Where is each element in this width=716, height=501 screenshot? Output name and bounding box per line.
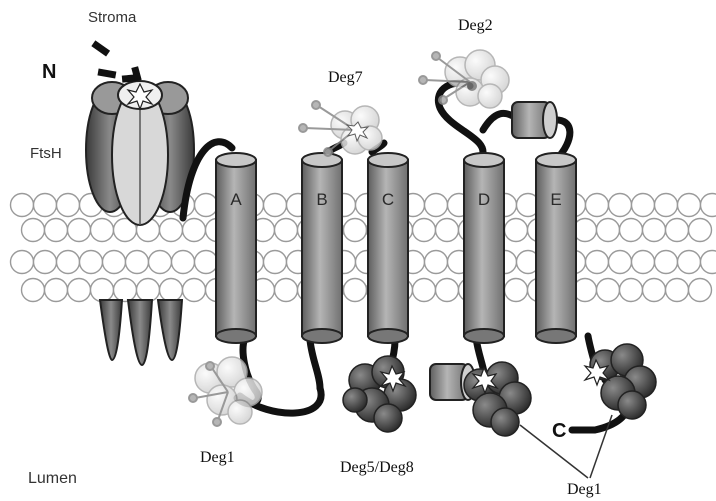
lipid-head [11, 251, 34, 274]
lipid-head [45, 279, 68, 302]
lipid-head [701, 194, 716, 217]
lipid-head [183, 219, 206, 242]
lumen-label: Lumen [28, 470, 77, 487]
lipid-head [597, 219, 620, 242]
lipid-head [172, 251, 195, 274]
lipid-head [160, 219, 183, 242]
lipid-head [689, 279, 712, 302]
lipid-head [11, 194, 34, 217]
lipid-head [34, 194, 57, 217]
lipid-head [586, 194, 609, 217]
lipid-head [275, 279, 298, 302]
lipid-head [413, 219, 436, 242]
lipid-head [195, 194, 218, 217]
lipid-head [34, 251, 57, 274]
helix-d: D [464, 153, 504, 343]
lipid-head [183, 279, 206, 302]
deg1-left-label: Deg1 [200, 449, 235, 466]
lipid-head [68, 279, 91, 302]
helix-b: B [302, 153, 342, 343]
deg2-label: Deg2 [458, 17, 493, 34]
n-terminus-label: N [42, 61, 56, 83]
ftsh-label: FtsH [30, 145, 62, 162]
lipid-head [597, 279, 620, 302]
lipid-head [609, 251, 632, 274]
helix-label-c: C [382, 190, 394, 209]
lipid-head [436, 279, 459, 302]
deg1-protease-left [189, 357, 262, 426]
lipid-head [425, 194, 448, 217]
lipid-head [114, 279, 137, 302]
lipid-head [666, 219, 689, 242]
n-terminal-fragments [91, 40, 141, 82]
lipid-head [91, 279, 114, 302]
lipid-head [68, 219, 91, 242]
lipid-head [149, 251, 172, 274]
helix-c: C [368, 153, 408, 343]
helix-label-b: B [316, 190, 327, 209]
helix-a: A [216, 153, 256, 343]
deg5-deg8-protease [343, 356, 416, 432]
lipid-head [643, 219, 666, 242]
lipid-head [264, 194, 287, 217]
lipid-head [689, 219, 712, 242]
lipid-head [505, 279, 528, 302]
lipid-head [195, 251, 218, 274]
helix-label-e: E [550, 190, 561, 209]
lipid-head [80, 251, 103, 274]
lipid-head [22, 219, 45, 242]
lipid-head [586, 251, 609, 274]
deg2-protease [419, 50, 509, 108]
lipid-head [701, 251, 716, 274]
deg1-protease-right [585, 344, 656, 419]
lipid-head [57, 194, 80, 217]
lipid-head [655, 251, 678, 274]
lipid-head [620, 279, 643, 302]
deg5-deg8-label: Deg5/Deg8 [340, 459, 414, 476]
lipid-head [643, 279, 666, 302]
lipid-head [678, 194, 701, 217]
lipid-head [91, 219, 114, 242]
lipid-head [275, 219, 298, 242]
lipid-head [678, 251, 701, 274]
lipid-head [126, 251, 149, 274]
lipid-head [22, 279, 45, 302]
lipid-head [137, 279, 160, 302]
lipid-head [609, 194, 632, 217]
lipid-head [655, 194, 678, 217]
deg1-right-label: Deg1 [567, 481, 602, 498]
lipid-head [413, 279, 436, 302]
lipid-head [344, 279, 367, 302]
lipid-head [620, 219, 643, 242]
lipid-head [264, 251, 287, 274]
helix-label-a: A [230, 190, 242, 209]
lipid-head [632, 194, 655, 217]
helix-label-d: D [478, 190, 490, 209]
lipid-head [505, 219, 528, 242]
lipid-head [436, 219, 459, 242]
transmembrane-helices: A B C D E [216, 153, 576, 343]
lipid-head [666, 279, 689, 302]
helix-e: E [536, 153, 576, 343]
lipid-head [160, 279, 183, 302]
lipid-head [632, 251, 655, 274]
deg7-label: Deg7 [328, 69, 363, 86]
lipid-head [45, 219, 68, 242]
stroma-label: Stroma [88, 9, 137, 26]
lipid-head [344, 219, 367, 242]
lipid-head [57, 251, 80, 274]
lipid-head [425, 251, 448, 274]
lipid-head [103, 251, 126, 274]
c-terminus-label: C [552, 420, 566, 442]
